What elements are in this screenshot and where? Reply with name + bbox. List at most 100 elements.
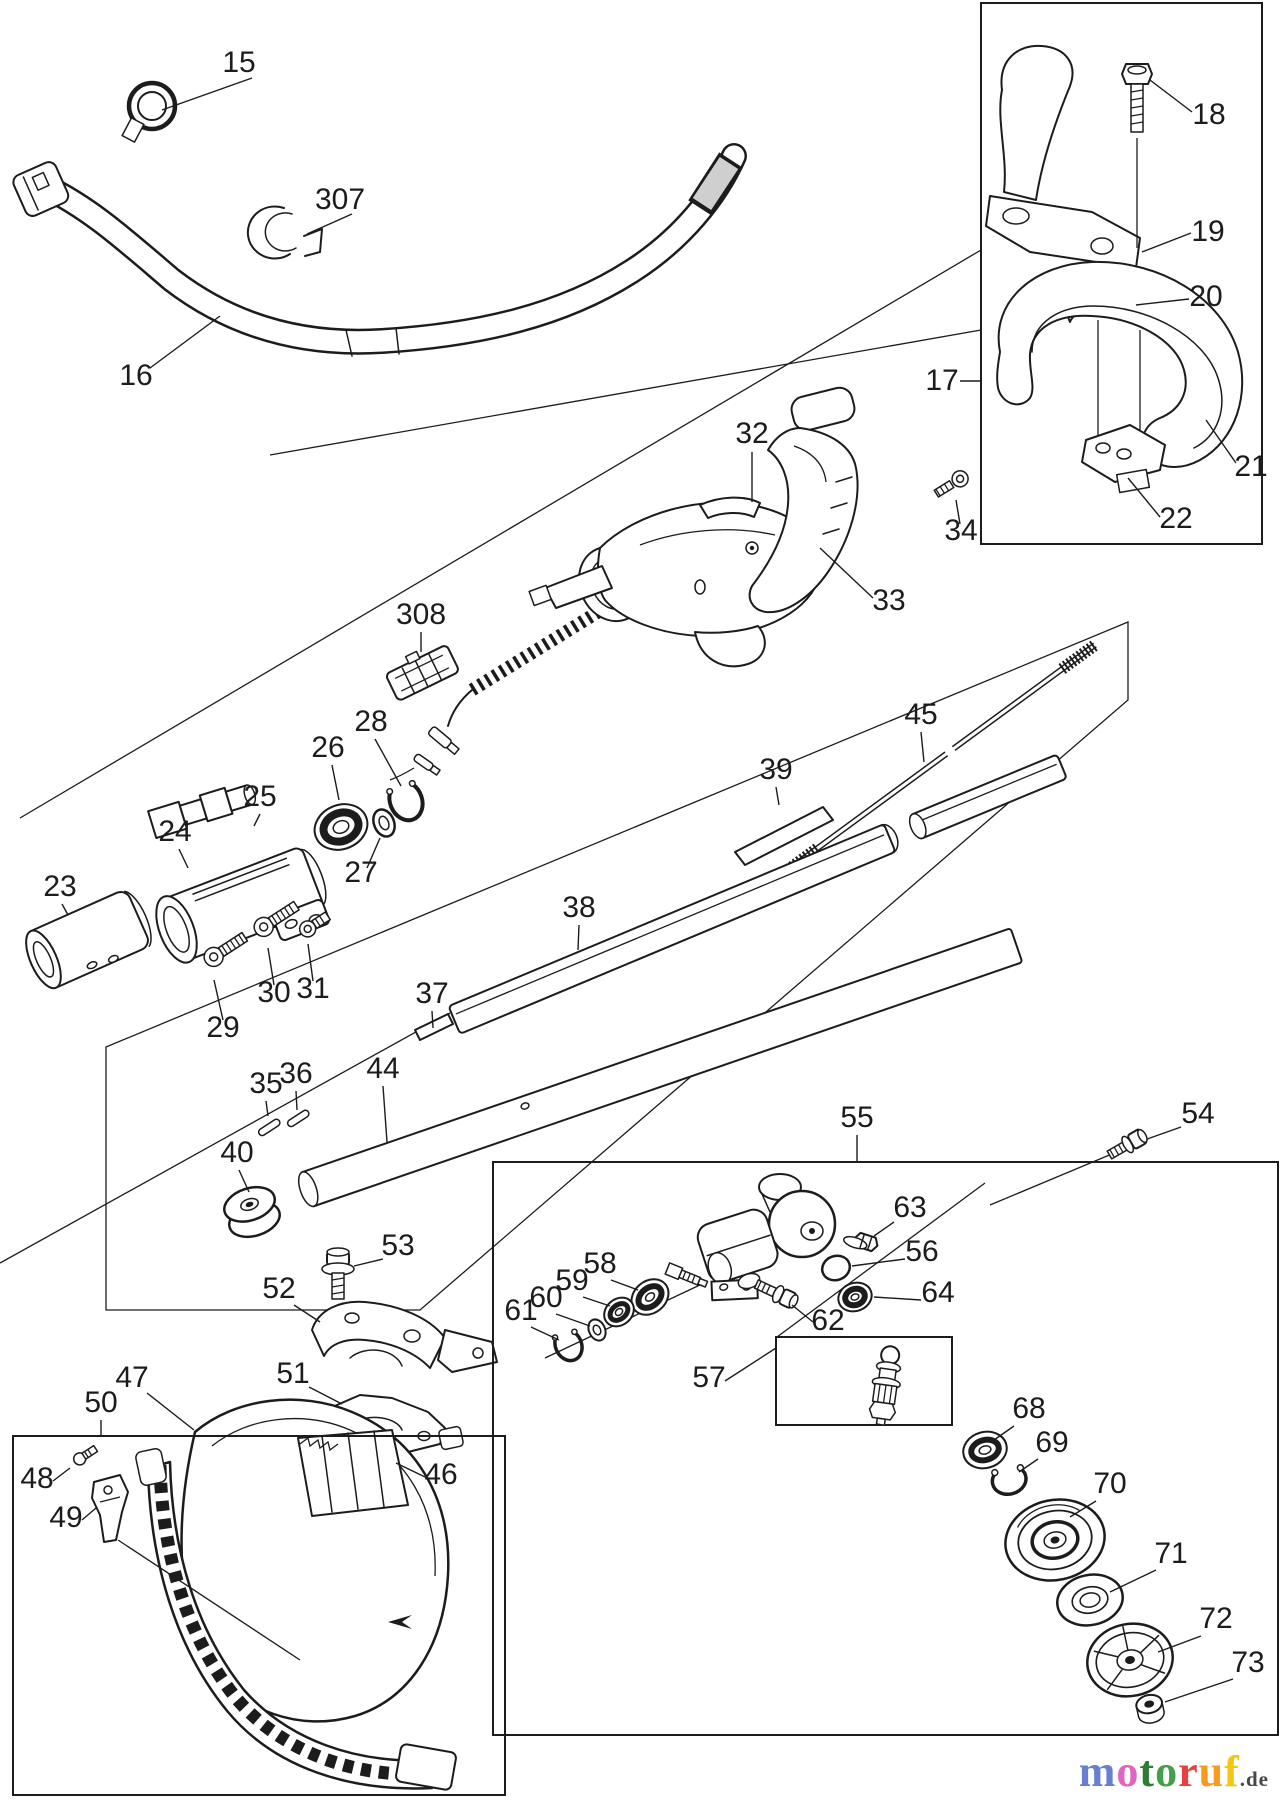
svg-text:38: 38 bbox=[562, 891, 595, 924]
part-label-307: 307 bbox=[306, 183, 365, 235]
svg-text:307: 307 bbox=[315, 183, 365, 216]
screw-29 bbox=[203, 931, 249, 968]
screw-34 bbox=[933, 470, 969, 498]
clamp-15 bbox=[121, 80, 178, 143]
part-label-64: 64 bbox=[873, 1276, 955, 1309]
part-label-27: 27 bbox=[344, 837, 381, 889]
svg-text:61: 61 bbox=[504, 1294, 537, 1327]
svg-text:47: 47 bbox=[115, 1361, 148, 1394]
throttle-group bbox=[385, 386, 969, 781]
svg-text:308: 308 bbox=[396, 598, 446, 631]
label-plate-39 bbox=[734, 806, 834, 866]
drive-shaft-45 bbox=[781, 640, 1099, 877]
part-label-49: 49 bbox=[49, 1501, 97, 1534]
seal-64 bbox=[837, 1281, 873, 1313]
bolt-62 bbox=[753, 1279, 799, 1309]
part-label-48: 48 bbox=[20, 1462, 71, 1495]
svg-text:62: 62 bbox=[811, 1304, 844, 1337]
flexible-shaft-group bbox=[12, 80, 747, 357]
pin-35 bbox=[257, 1118, 281, 1137]
svg-text:68: 68 bbox=[1012, 1392, 1045, 1425]
logo-suffix: .de bbox=[1239, 1767, 1269, 1791]
snap-ring-28 bbox=[386, 779, 425, 823]
part-label-47: 47 bbox=[115, 1361, 195, 1431]
part-label-73: 73 bbox=[1164, 1646, 1265, 1703]
svg-text:58: 58 bbox=[583, 1247, 616, 1280]
spindle-57 bbox=[868, 1345, 902, 1426]
part-label-29: 29 bbox=[206, 979, 240, 1044]
svg-text:21: 21 bbox=[1234, 450, 1267, 483]
part-label-20: 20 bbox=[1135, 280, 1223, 313]
svg-text:56: 56 bbox=[905, 1235, 938, 1268]
guard-parts-box-50 bbox=[12, 1435, 506, 1796]
gear-head-body bbox=[664, 1173, 837, 1302]
svg-text:23: 23 bbox=[43, 870, 76, 903]
part-label-21: 21 bbox=[1205, 419, 1268, 483]
svg-text:46: 46 bbox=[424, 1458, 457, 1491]
svg-text:22: 22 bbox=[1159, 502, 1192, 535]
flexible-shaft-16 bbox=[12, 143, 747, 357]
svg-text:30: 30 bbox=[257, 976, 290, 1009]
shaft-cover-38b bbox=[908, 754, 1067, 840]
handle-assembly-box bbox=[980, 2, 1263, 545]
part-label-69: 69 bbox=[1018, 1426, 1069, 1473]
part-label-17: 17 bbox=[925, 364, 981, 397]
construction-lines bbox=[0, 249, 1129, 1311]
motoruf-watermark: motoruf.de bbox=[1079, 1750, 1269, 1794]
part-label-30: 30 bbox=[257, 947, 291, 1009]
spindle-stub bbox=[664, 1262, 709, 1288]
svg-text:33: 33 bbox=[872, 584, 905, 617]
nut-73 bbox=[1135, 1693, 1165, 1724]
svg-text:15: 15 bbox=[222, 46, 255, 79]
shaft-tube-group bbox=[223, 640, 1099, 1239]
logo-letter: m bbox=[1078, 1747, 1117, 1796]
svg-text:63: 63 bbox=[893, 1191, 926, 1224]
shaft-cover-38a bbox=[448, 823, 899, 1034]
logo-letter: f bbox=[1224, 1747, 1240, 1796]
part-label-46: 46 bbox=[395, 1458, 458, 1491]
part-label-72: 72 bbox=[1157, 1602, 1233, 1653]
svg-text:71: 71 bbox=[1154, 1537, 1187, 1570]
bearing-59 bbox=[603, 1296, 635, 1328]
screw-31 bbox=[298, 911, 332, 938]
part-label-18: 18 bbox=[1149, 79, 1226, 131]
part-label-68: 68 bbox=[993, 1392, 1046, 1441]
svg-text:25: 25 bbox=[243, 780, 276, 813]
part-label-37: 37 bbox=[415, 977, 449, 1029]
o-ring-56 bbox=[820, 1254, 852, 1282]
part-label-54: 54 bbox=[1149, 1097, 1215, 1139]
svg-text:27: 27 bbox=[344, 856, 377, 889]
svg-text:19: 19 bbox=[1191, 215, 1224, 248]
svg-text:55: 55 bbox=[840, 1101, 873, 1134]
part-label-36: 36 bbox=[279, 1057, 313, 1111]
guard-47 bbox=[180, 1398, 450, 1723]
part-label-16: 16 bbox=[119, 315, 221, 392]
svg-text:17: 17 bbox=[925, 364, 958, 397]
svg-text:49: 49 bbox=[49, 1501, 82, 1534]
part-label-24: 24 bbox=[158, 815, 192, 869]
part-label-15: 15 bbox=[161, 46, 256, 111]
blade-49 bbox=[91, 1474, 301, 1661]
snap-ring-69 bbox=[990, 1464, 1028, 1496]
part-label-32: 32 bbox=[735, 417, 769, 502]
connector-308 bbox=[385, 645, 459, 701]
logo-letter: o bbox=[1116, 1747, 1140, 1796]
guard-group bbox=[12, 1247, 506, 1796]
screw-48 bbox=[72, 1444, 99, 1466]
logo-letter: o bbox=[1155, 1747, 1179, 1796]
svg-text:31: 31 bbox=[296, 972, 329, 1005]
trigger-guard-33 bbox=[748, 386, 859, 614]
part-label-57: 57 bbox=[692, 1347, 777, 1394]
part-label-50: 50 bbox=[84, 1386, 118, 1436]
part-label-71: 71 bbox=[1109, 1537, 1188, 1593]
svg-text:72: 72 bbox=[1199, 1602, 1232, 1635]
part-label-38: 38 bbox=[562, 891, 596, 951]
svg-text:40: 40 bbox=[220, 1136, 253, 1169]
coupler-group bbox=[25, 779, 425, 990]
pin-36 bbox=[286, 1109, 310, 1128]
part-label-35: 35 bbox=[249, 1067, 283, 1117]
svg-text:57: 57 bbox=[692, 1361, 725, 1394]
part-label-61: 61 bbox=[504, 1294, 560, 1341]
part-label-23: 23 bbox=[43, 870, 77, 916]
